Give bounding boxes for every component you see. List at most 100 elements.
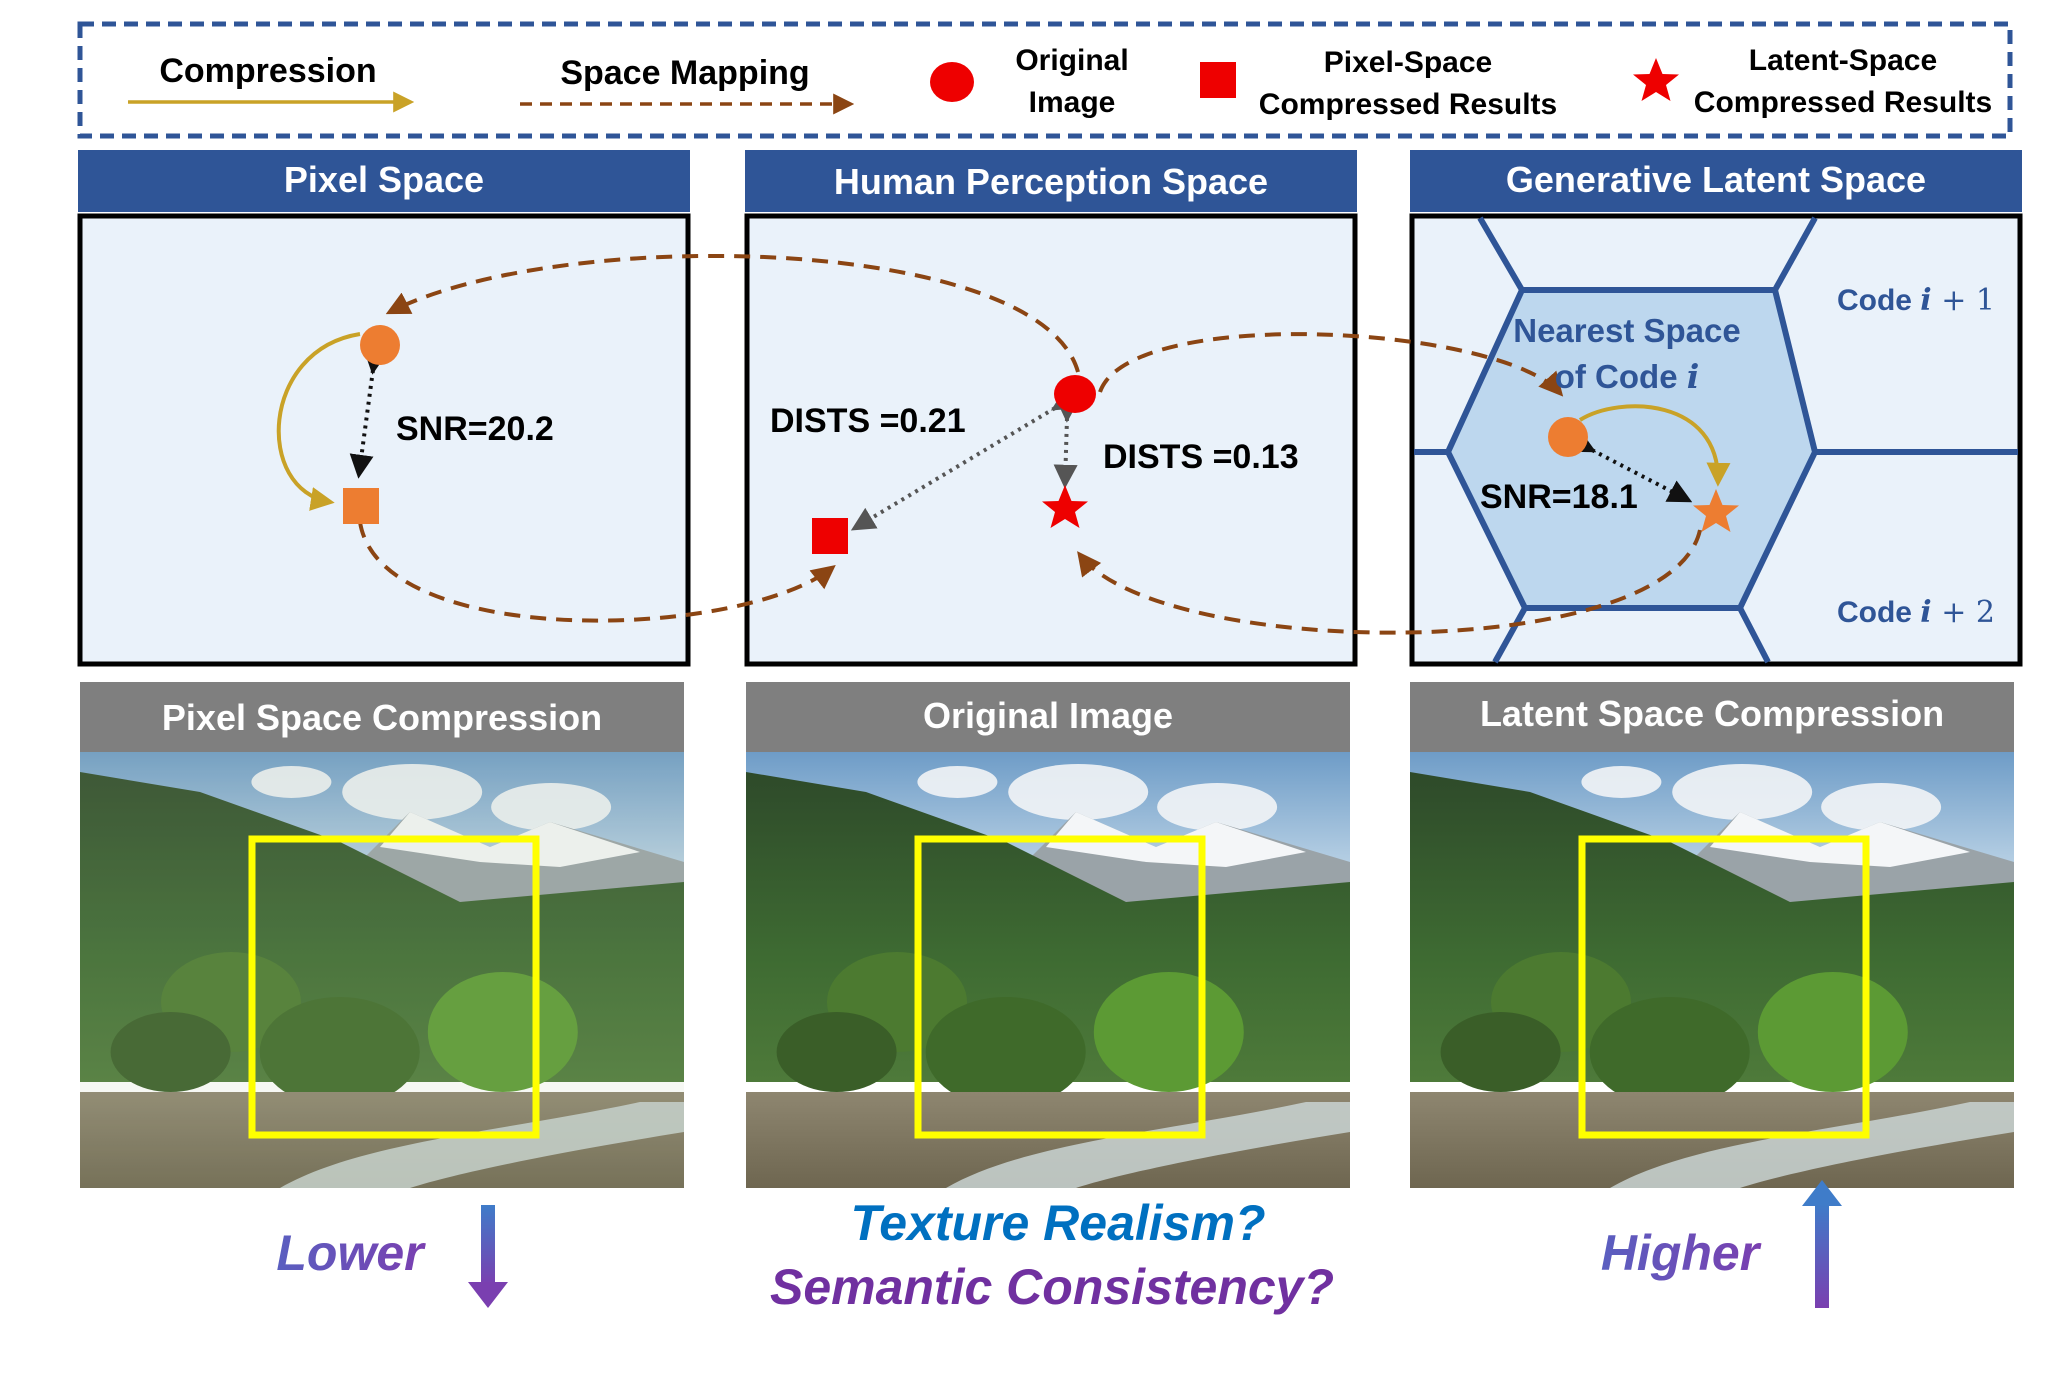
original-image-title: Original Image xyxy=(923,695,1173,736)
legend-latent-line1: Latent-Space xyxy=(1749,44,1937,77)
bush xyxy=(110,1012,231,1092)
bush xyxy=(259,997,420,1107)
legend-pixel-marker xyxy=(1200,62,1236,98)
code-next2-suffix: + 2 xyxy=(1932,595,1995,630)
legend-latent-marker xyxy=(1633,58,1679,101)
legend-latent-line2: Compressed Results xyxy=(1694,86,1992,119)
hex-edge xyxy=(1772,216,1818,292)
latent-space-title: Generative Latent Space xyxy=(1506,159,1926,200)
bush xyxy=(1093,972,1244,1092)
legend-space-mapping-label: Space Mapping xyxy=(560,54,809,92)
code-next2-prefix: Code xyxy=(1837,596,1920,629)
human-original-point xyxy=(1054,375,1096,413)
bush xyxy=(925,997,1086,1107)
legend-pixel-line2: Compressed Results xyxy=(1259,88,1557,121)
pixel-original-point xyxy=(360,325,400,365)
hex-edge xyxy=(1477,216,1525,292)
highlight-box xyxy=(248,835,540,1139)
pixel-compressed-point xyxy=(343,488,379,524)
question-semantic-consistency: Semantic Consistency? xyxy=(770,1259,1334,1315)
bush xyxy=(1757,972,1908,1092)
code-next2-label: Code i + 2 xyxy=(1837,595,1995,630)
cloud xyxy=(491,783,612,831)
pixel-compression-title: Pixel Space Compression xyxy=(162,697,602,738)
image-headers: Pixel Space Compression Original Image L… xyxy=(80,682,2014,752)
human-pixel-compressed-point xyxy=(812,518,848,554)
lower-label: Lower xyxy=(276,1225,426,1281)
bottom-labels: Lower Texture Realism? Semantic Consiste… xyxy=(276,1180,1842,1315)
cloud xyxy=(1581,766,1662,798)
mapping-original-to-pixel xyxy=(385,253,1080,373)
river xyxy=(946,1102,1350,1188)
human-space-contents: DISTS =0.21 DISTS =0.13 xyxy=(770,375,1299,554)
latent-space-header xyxy=(1410,150,2022,212)
pixel-snr-label: SNR=20.2 xyxy=(396,410,554,448)
latent-compression-arrow xyxy=(1578,404,1731,487)
code-next-prefix: Code xyxy=(1837,284,1920,317)
highlight-box xyxy=(1578,835,1870,1139)
cloud xyxy=(917,766,998,798)
human-space-header xyxy=(745,150,1357,212)
down-arrow-icon xyxy=(468,1205,508,1308)
legend-original-line1: Original xyxy=(1015,44,1128,77)
human-latent-compressed-point xyxy=(1042,485,1088,528)
bush xyxy=(776,1012,897,1092)
legend-compression-label: Compression xyxy=(159,52,376,90)
photos xyxy=(80,752,2014,1188)
cloud xyxy=(342,764,483,820)
latent-snr-label: SNR=18.1 xyxy=(1480,478,1638,516)
legend-original-marker xyxy=(930,62,974,102)
pixel-space-title: Pixel Space xyxy=(284,159,484,200)
cloud xyxy=(1157,783,1278,831)
blur-overlay xyxy=(80,752,684,1188)
higher-label: Higher xyxy=(1601,1225,1762,1281)
cloud xyxy=(1008,764,1149,820)
highlight-box xyxy=(914,835,1206,1139)
legend-frame xyxy=(77,21,2013,139)
pixel-space-panel xyxy=(77,213,691,667)
latent-distance-arrow xyxy=(1569,430,1693,503)
original-image-header xyxy=(746,682,1350,752)
legend-pixel-line1: Pixel-Space xyxy=(1324,46,1492,79)
river xyxy=(280,1102,684,1188)
code-next-var: i xyxy=(1920,283,1931,318)
latent-compression-photo xyxy=(1410,752,2014,1188)
river xyxy=(1610,1102,2014,1188)
human-dists-pixel-label: DISTS =0.21 xyxy=(770,402,966,440)
bush xyxy=(427,972,578,1092)
original-image-photo xyxy=(746,752,1350,1188)
code-next-suffix: + 1 xyxy=(1932,283,1995,318)
cloud xyxy=(1672,764,1813,820)
pixel-compression-photo xyxy=(80,752,684,1188)
cloud xyxy=(1821,783,1942,831)
human-dists-latent-label: DISTS =0.13 xyxy=(1103,438,1299,476)
mapping-pixel-to-human xyxy=(358,521,836,623)
bush xyxy=(1440,1012,1561,1092)
legend-original-line2: Image xyxy=(1029,86,1116,119)
latent-compression-header xyxy=(1410,682,2014,752)
pixel-space-contents: SNR=20.2 xyxy=(276,325,554,524)
nearest-space-code-var: i xyxy=(1687,357,1700,396)
up-arrow-icon xyxy=(1802,1180,1842,1308)
mapping-original-to-latent xyxy=(1098,332,1564,397)
code-next-label: Code i + 1 xyxy=(1837,283,1995,318)
question-texture-realism: Texture Realism? xyxy=(851,1195,1266,1251)
latent-original-point xyxy=(1548,417,1588,457)
bush xyxy=(1589,997,1750,1107)
pixel-compression-arrow xyxy=(276,332,361,511)
panel-headers: Pixel Space Human Perception Space Gener… xyxy=(78,150,2022,212)
legend: Compression Space Mapping Original Image… xyxy=(77,21,2013,139)
hex-edge xyxy=(1737,606,1771,664)
nearest-space-line2-prefix: of Code xyxy=(1555,358,1687,395)
hex-edge xyxy=(1492,606,1528,664)
human-space-title: Human Perception Space xyxy=(834,161,1268,202)
latent-space-contents: Nearest Space of Code i Code i + 1 Code … xyxy=(1480,283,1995,630)
nearest-space-line1: Nearest Space xyxy=(1513,312,1740,349)
nearest-space-line2: of Code i xyxy=(1555,357,1700,396)
mapping-latent-to-human xyxy=(1077,529,1702,635)
latent-compression-title: Latent Space Compression xyxy=(1480,693,1944,734)
pixel-distance-arrow xyxy=(349,349,388,479)
cloud xyxy=(251,766,332,798)
pixel-compression-header xyxy=(80,682,684,752)
